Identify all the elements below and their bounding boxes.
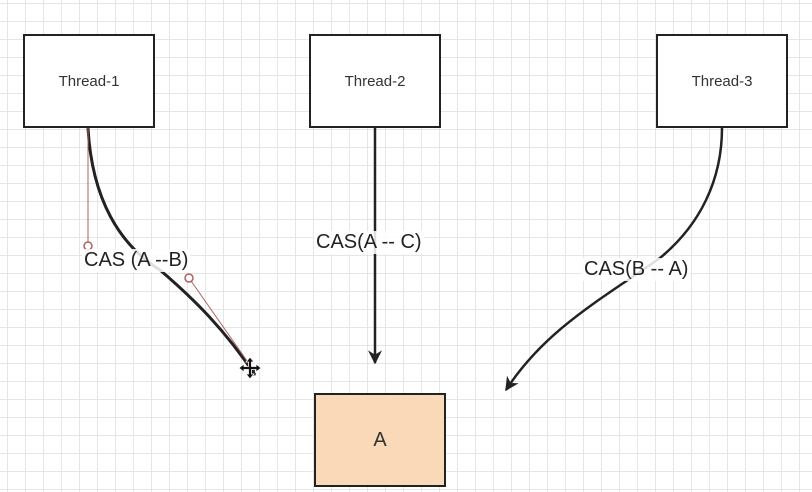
edge-label-thread2[interactable]: CAS(A -- C) xyxy=(314,231,424,254)
node-thread-3[interactable]: Thread-3 xyxy=(656,34,788,128)
node-thread-1[interactable]: Thread-1 xyxy=(23,34,155,128)
edge-label-thread3[interactable]: CAS(B -- A) xyxy=(582,258,691,281)
node-thread-2-label: Thread-2 xyxy=(344,72,406,90)
node-thread-3-label: Thread-3 xyxy=(691,72,753,90)
node-thread-2[interactable]: Thread-2 xyxy=(309,34,441,128)
node-thread-1-label: Thread-1 xyxy=(58,72,120,90)
node-shared-a-label: A xyxy=(373,428,387,451)
move-cursor-icon xyxy=(238,356,262,380)
edge-handle-line-2 xyxy=(188,277,253,369)
edge-control-point-2[interactable] xyxy=(184,273,194,283)
edge-label-thread1[interactable]: CAS (A --B) xyxy=(82,249,191,272)
node-shared-a[interactable]: A xyxy=(314,393,446,487)
